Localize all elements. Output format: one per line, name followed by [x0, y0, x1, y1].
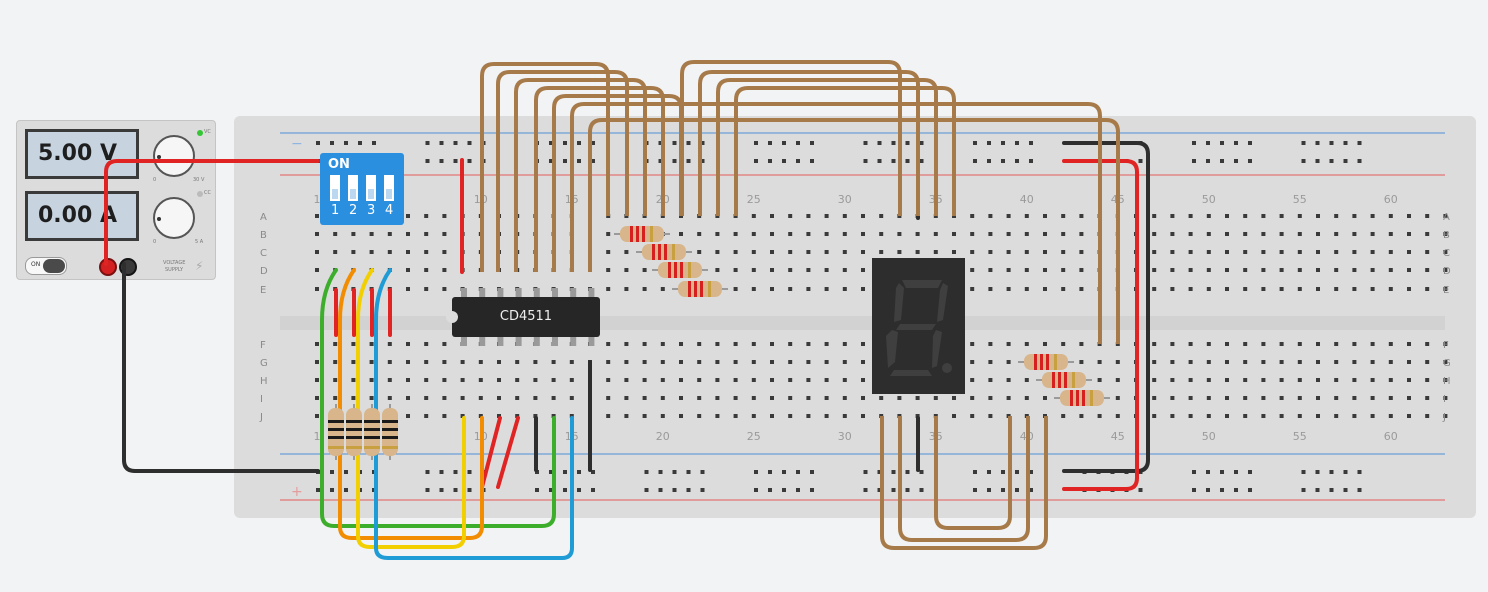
dip-switch[interactable]: ON 1 2 3 4 [320, 153, 404, 225]
dip-to-ic-orange-wire[interactable] [338, 268, 484, 540]
segment-dp [942, 363, 952, 373]
segment-c [932, 330, 942, 368]
dip-switch-toggle-2[interactable] [348, 175, 358, 201]
lightning-icon: ⚡ [195, 259, 204, 273]
ic-lt-wire[interactable] [480, 416, 502, 489]
current-max-label: 5 A [195, 239, 204, 245]
segment-b [937, 283, 948, 322]
ic-notch [446, 311, 458, 323]
voltage-knob[interactable] [153, 135, 195, 177]
dip-to-ic-green-wire[interactable] [320, 268, 556, 528]
dip-switch-toggle-3[interactable] [366, 175, 376, 201]
current-min-label: 0 [153, 239, 157, 245]
dip-to-ic-yellow-wire[interactable] [356, 268, 466, 549]
power-toggle-label: ON [31, 261, 41, 268]
seven-segment-display[interactable] [872, 258, 965, 394]
voltage-min-label: 0 [153, 177, 157, 183]
resistor-segment-3[interactable] [652, 262, 708, 278]
resistor-segment-5[interactable] [1018, 354, 1074, 370]
segment-wire[interactable] [898, 416, 1030, 542]
ic-label: CD4511 [499, 309, 553, 324]
resistor-segment-4[interactable] [672, 281, 728, 297]
power-toggle-knob[interactable] [43, 259, 65, 273]
pulldown-resistor-4[interactable] [382, 404, 398, 460]
segment-wire[interactable] [734, 86, 956, 216]
segment-wire[interactable] [880, 416, 1048, 550]
dip-switch-on-label: ON [328, 157, 350, 172]
dip-switch-number-2: 2 [349, 203, 358, 218]
supply-positive-wire[interactable] [104, 159, 320, 266]
cc-label: CC [204, 190, 211, 196]
resistor-segment-2[interactable] [636, 244, 692, 260]
supply-brand-line1: VOLTAGE [163, 260, 186, 266]
rail-ground-bridge-wire[interactable] [1062, 141, 1150, 473]
segment-a [902, 280, 942, 288]
current-display: 0.00 A [25, 191, 139, 241]
cd4511-chip[interactable]: CD4511 [446, 297, 600, 337]
rail-power-bridge-wire[interactable] [1062, 159, 1139, 491]
segment-wire[interactable] [934, 416, 1012, 530]
segment-wires [480, 60, 1120, 550]
supply-negative-wire[interactable] [122, 262, 320, 473]
supply-brand-line2: SUPPLY [165, 267, 184, 273]
power-toggle[interactable]: ON [25, 257, 67, 275]
vc-indicator-light [197, 130, 203, 136]
voltage-max-label: 30 V [193, 177, 205, 183]
resistor-segment-6[interactable] [1036, 372, 1092, 388]
dip-switch-toggle-4[interactable] [384, 175, 394, 201]
ic-bi-wire[interactable] [496, 416, 520, 489]
segment-wire[interactable] [570, 102, 1102, 344]
voltage-display: 5.00 V [25, 129, 139, 179]
segment-d [890, 370, 932, 376]
segment-e [886, 330, 898, 368]
resistor-segment-1[interactable] [614, 226, 670, 242]
segment-f [894, 283, 904, 322]
resistor-segment-7[interactable] [1054, 390, 1110, 406]
dip-switch-toggle-1[interactable] [330, 175, 340, 201]
current-knob[interactable] [153, 197, 195, 239]
dip-switch-number-1: 1 [331, 203, 340, 218]
dip-to-ic-blue-wire[interactable] [374, 268, 574, 560]
segment-g [896, 324, 936, 330]
pulldown-resistor-1[interactable] [328, 404, 344, 460]
power-supply[interactable]: 5.00 V 0.00 A VC CC 0 30 V 0 5 A ON VOLT… [16, 120, 216, 280]
dip-switch-number-4: 4 [385, 203, 394, 218]
segment-wire[interactable] [680, 60, 902, 216]
vc-label: VC [204, 129, 211, 135]
seven-segment-digit [886, 280, 952, 376]
pulldown-resistor-3[interactable] [364, 404, 380, 460]
dip-switch-number-3: 3 [367, 203, 376, 218]
segment-wire[interactable] [588, 118, 1120, 344]
cc-indicator-light [197, 191, 203, 197]
pulldown-resistor-2[interactable] [346, 404, 362, 460]
